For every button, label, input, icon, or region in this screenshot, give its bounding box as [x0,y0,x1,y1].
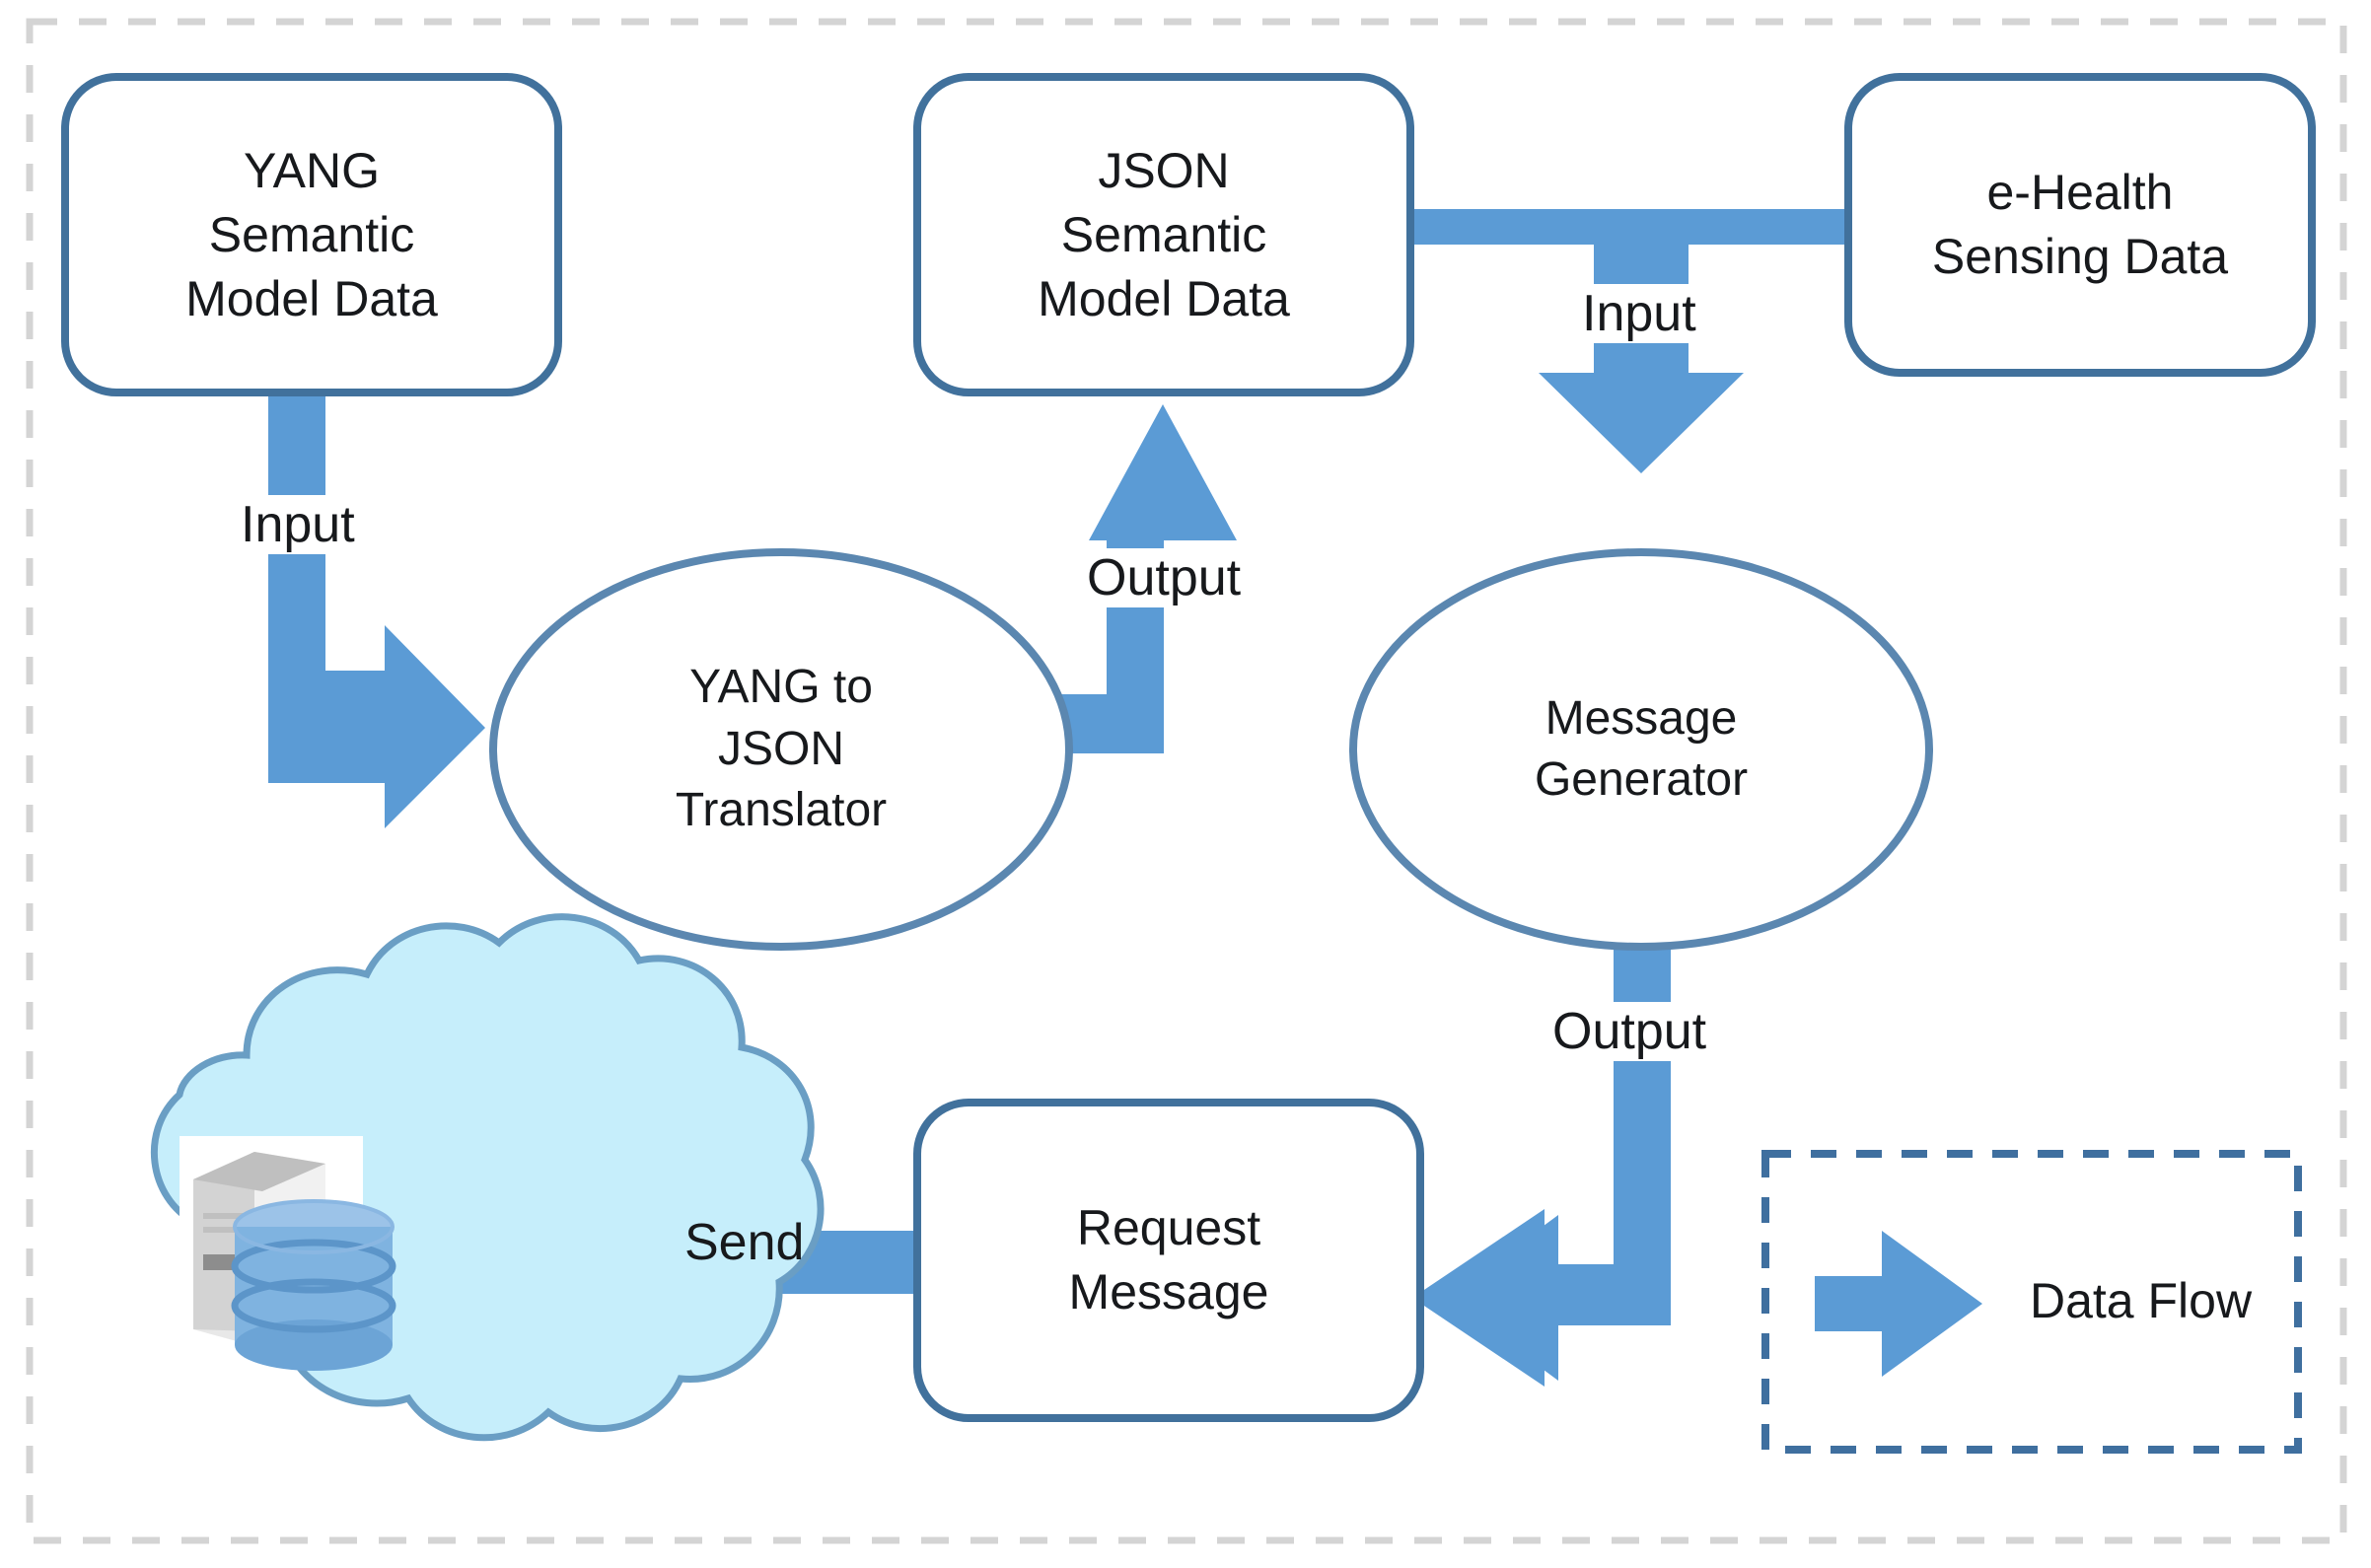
arrow-input-to-translator [268,383,485,828]
node-request-message[interactable] [913,1099,1424,1422]
edge-label-output-generator: Output [1548,1002,1711,1061]
legend-label-data-flow: Data Flow [2030,1273,2253,1328]
node-ehealth-sensing-data[interactable] [1844,73,2316,377]
node-message-generator[interactable] [1349,548,1933,951]
edge-label-input-ehealth: Input [1578,284,1700,343]
edge-label-input-yang: Input [237,495,359,554]
node-cloud-server[interactable] [150,913,825,1442]
outer-frame [26,18,2347,1544]
node-json-semantic-model-data[interactable] [913,73,1414,396]
arrow-output-to-request-message [1412,905,1671,1387]
database-icon [231,1199,396,1371]
node-yang-semantic-model-data[interactable] [61,73,562,396]
edge-label-send: Send [684,1214,805,1271]
legend-arrow-icon [1815,1231,1982,1377]
edge-label-output-translator: Output [1083,548,1246,607]
node-yang-to-json-translator[interactable] [489,548,1073,951]
